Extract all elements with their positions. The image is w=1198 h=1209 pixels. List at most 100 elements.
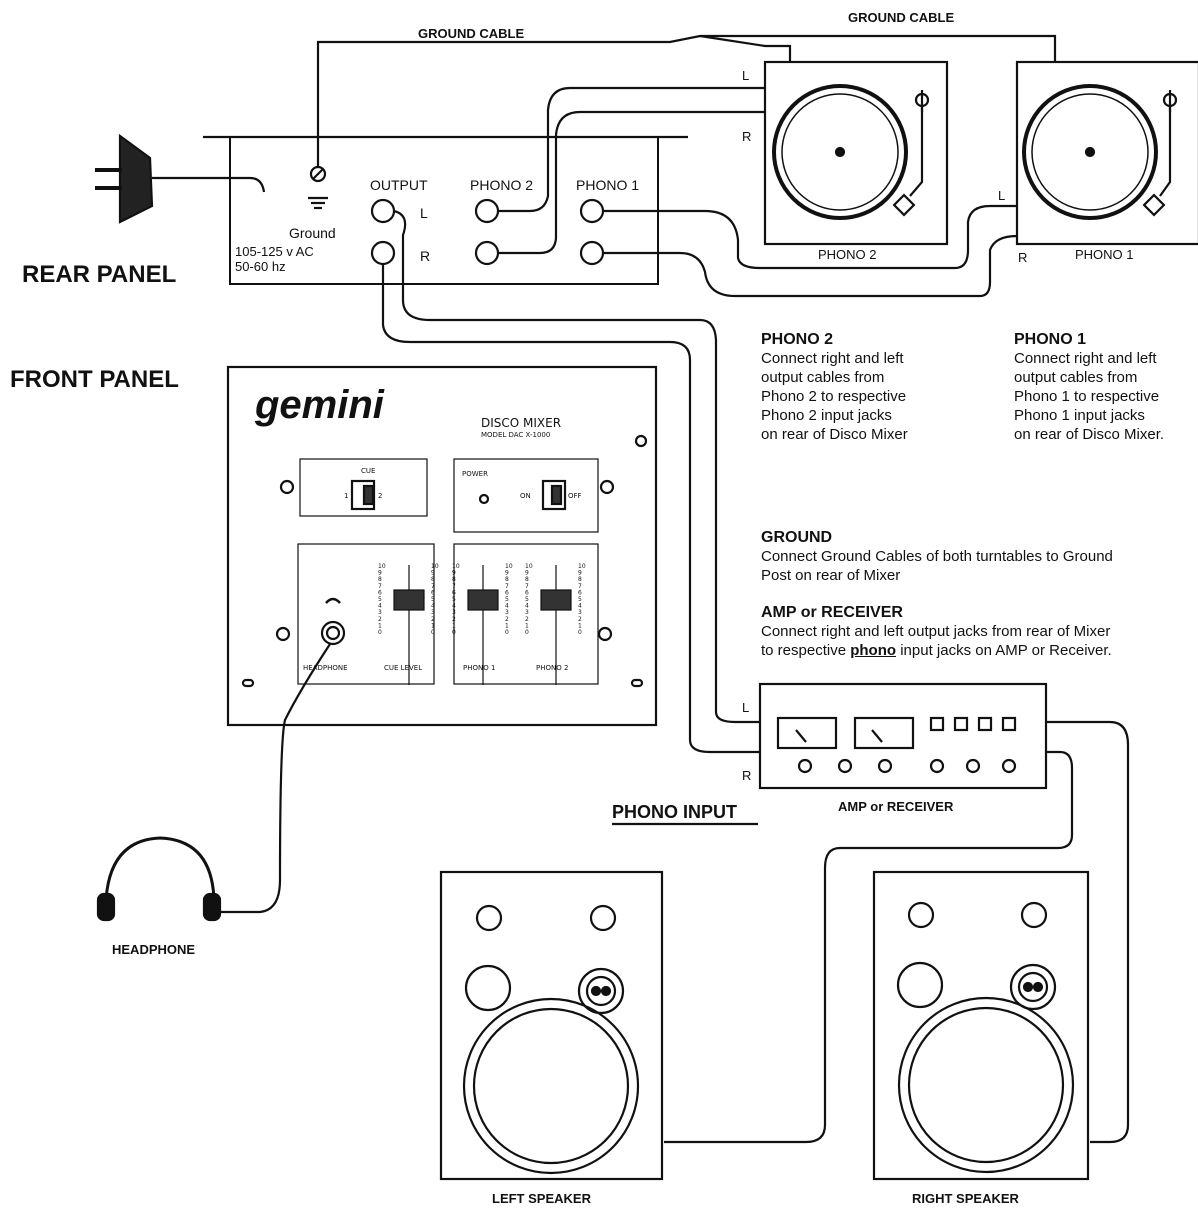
fader-scale-tick: 5: [378, 596, 382, 603]
fader-scale-tick: 10: [431, 563, 439, 570]
fader-scale-tick: 10: [505, 563, 513, 570]
fader-scale-tick: 1: [431, 622, 435, 629]
fader-scale-tick: 0: [378, 629, 382, 636]
fader-scale-tick: 6: [578, 589, 582, 596]
fader-scale-tick: 5: [505, 596, 509, 603]
left-speaker-label: LEFT SPEAKER: [492, 1191, 592, 1206]
instruction-line: Connect right and left: [1014, 350, 1157, 367]
fader-scale-tick: 4: [431, 603, 435, 610]
fader-scale-tick: 6: [431, 589, 435, 596]
fader-scale-tick: 4: [452, 603, 456, 610]
headphones: [96, 836, 222, 922]
fader-scale-tick: 6: [452, 589, 456, 596]
output-label: OUTPUT: [370, 177, 428, 193]
fader-scale-tick: 2: [525, 616, 529, 623]
fader-scale-tick: 6: [505, 589, 509, 596]
instruction-line: Phono 2 to respective: [761, 388, 907, 405]
fader-scale-tick: 8: [525, 576, 529, 583]
fader-scale-tick: 5: [431, 596, 435, 603]
fader-scale-tick: 1: [452, 622, 456, 629]
fader-scale-tick: 2: [431, 616, 435, 623]
fader-phono1-label: PHONO 1: [463, 664, 495, 672]
phono-input-label: PHONO INPUT: [612, 802, 737, 822]
fader-scale-tick: 0: [452, 629, 456, 636]
amp-r-label: R: [742, 768, 751, 783]
instruction-line: on rear of Disco Mixer: [761, 426, 908, 443]
instruction-line: Connect right and left output jacks from…: [761, 623, 1111, 640]
fader-scales: 1098765432101098765432101098765432101098…: [378, 563, 586, 636]
amp-label: AMP or RECEIVER: [838, 799, 954, 814]
ground-post-label: Ground: [289, 225, 336, 241]
frequency-label: 50-60 hz: [235, 259, 286, 274]
ground-cable-label-2: GROUND CABLE: [848, 10, 954, 25]
fader-scale-tick: 8: [378, 576, 382, 583]
fader-scale-tick: 9: [378, 570, 382, 577]
fader-scale-tick: 3: [505, 609, 509, 616]
instruction-line: Connect Ground Cables of both turntables…: [761, 548, 1113, 565]
ground-cable-label-1: GROUND CABLE: [418, 26, 524, 41]
fader-phono2-label: PHONO 2: [536, 664, 568, 672]
instruction-text: input jacks on AMP or Receiver.: [896, 642, 1112, 659]
fader-scale-tick: 8: [578, 576, 582, 583]
fader-scale-tick: 5: [525, 596, 529, 603]
cue-2-label: 2: [378, 492, 382, 500]
fader-scale-tick: 7: [431, 583, 435, 590]
instruction-line: Connect right and left: [761, 350, 904, 367]
fader-scale-tick: 7: [505, 583, 509, 590]
tt1-l-label: L: [998, 188, 1005, 203]
cue-level-label: CUE LEVEL: [384, 664, 422, 672]
instruction-text: to respective: [761, 642, 851, 659]
fader-scale-tick: 2: [452, 616, 456, 623]
fader-scale-tick: 1: [378, 622, 382, 629]
fader-scale-tick: 8: [505, 576, 509, 583]
fader-scale-tick: 7: [578, 583, 582, 590]
fader-scale-tick: 9: [578, 570, 582, 577]
fader-scale-tick: 7: [525, 583, 529, 590]
cue-1-label: 1: [344, 492, 348, 500]
off-label: OFF: [568, 492, 582, 500]
ground-cable-2: [699, 34, 792, 62]
gemini-logo: gemini: [254, 383, 385, 427]
fader-scale-tick: 1: [525, 622, 529, 629]
amp-receiver: [758, 682, 1048, 790]
fader-scale-tick: 7: [452, 583, 456, 590]
fader-scale-tick: 3: [452, 609, 456, 616]
fader-scale-tick: 0: [431, 629, 435, 636]
instruction-line: output cables from: [1014, 369, 1138, 386]
instruction-line: on rear of Disco Mixer.: [1014, 426, 1165, 443]
fader-scale-tick: 8: [452, 576, 456, 583]
fader-scale-tick: 4: [578, 603, 582, 610]
fader-scale-tick: 5: [452, 596, 456, 603]
voltage-label: 105-125 v AC: [235, 244, 314, 259]
fader-scale-tick: 9: [452, 570, 456, 577]
instruction-line: Phono 1 input jacks: [1014, 407, 1145, 424]
instruction-line: Phono 2 input jacks: [761, 407, 892, 424]
output-r-label: R: [420, 248, 430, 264]
phono1-jack-label: PHONO 1: [576, 177, 639, 193]
right-speaker: [872, 870, 1090, 1181]
right-speaker-label: RIGHT SPEAKER: [912, 1191, 1020, 1206]
fader-scale-tick: 5: [578, 596, 582, 603]
front-panel: [226, 365, 658, 727]
fader-scale-tick: 0: [578, 629, 582, 636]
fader-scale-tick: 0: [525, 629, 529, 636]
phono1-instructions-title: PHONO 1: [1014, 331, 1087, 348]
headphone-label: HEADPHONE: [112, 942, 195, 957]
amp-l-label: L: [742, 700, 749, 715]
fader-scale-tick: 4: [378, 603, 382, 610]
ground-instructions: GROUND Connect Ground Cables of both tur…: [761, 528, 1113, 585]
left-speaker: [439, 870, 664, 1181]
phono2-jack-label: PHONO 2: [470, 177, 533, 193]
fader-scale-tick: 9: [505, 570, 509, 577]
tt2-r-label: R: [742, 129, 751, 144]
mixer-model: MODEL DAC X-1000: [481, 431, 550, 439]
fader-scale-tick: 10: [452, 563, 460, 570]
fader-scale-tick: 7: [378, 583, 382, 590]
fader-scale-tick: 2: [578, 616, 582, 623]
headphone-jack-label: HEADPHONE: [303, 664, 348, 672]
power-plug: [95, 133, 266, 224]
fader-scale-tick: 2: [378, 616, 382, 623]
power-label: POWER: [462, 470, 488, 478]
instruction-line: Phono 1 to respective: [1014, 388, 1160, 405]
